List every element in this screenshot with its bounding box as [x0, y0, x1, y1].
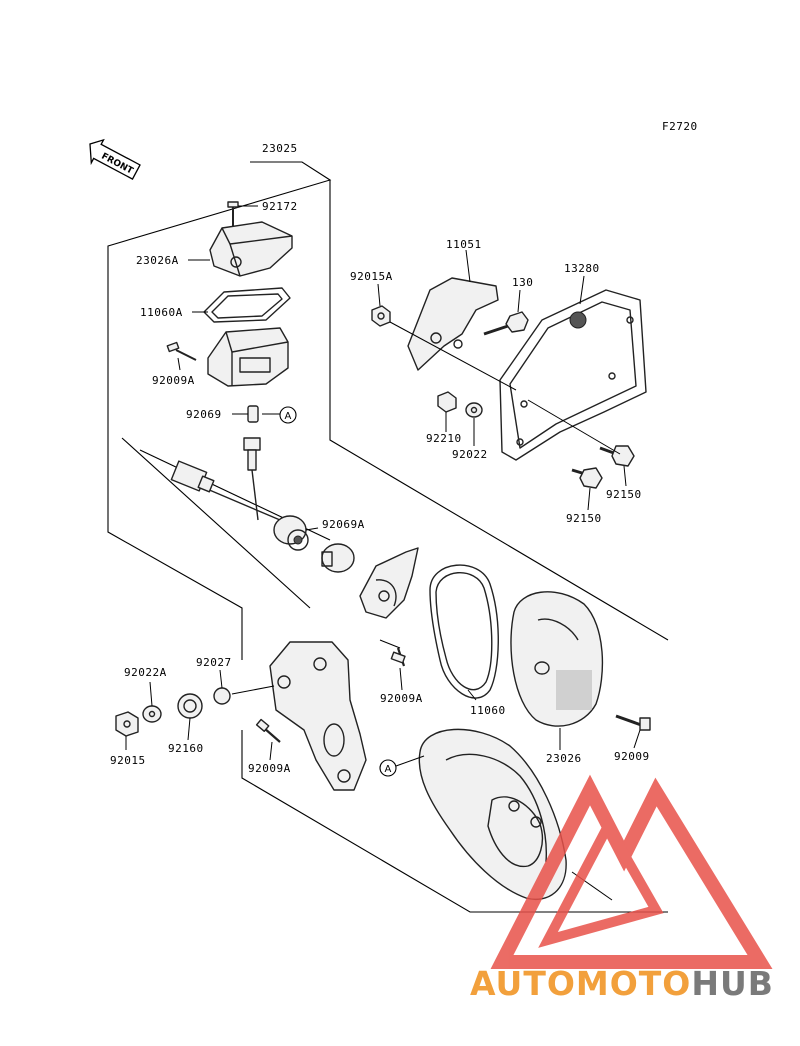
washer-92022A	[142, 705, 162, 723]
label-130: 130	[512, 276, 533, 289]
figure-code: F2720	[662, 120, 698, 133]
screw-92009A-bottom	[255, 718, 281, 743]
label-92172: 92172	[262, 200, 298, 213]
collar-92027	[213, 687, 231, 705]
label-92069A: 92069A	[322, 518, 365, 531]
nut-92015A	[371, 305, 391, 327]
label-11060A: 11060A	[140, 306, 183, 319]
watermark-text: AUTOMOTOHUB	[470, 964, 774, 1003]
label-23026A: 23026A	[136, 254, 179, 267]
watermark-part1: AUTOMOTO	[470, 964, 691, 1003]
lens-23026	[510, 591, 604, 727]
bolt-92150-low	[571, 467, 603, 489]
front-arrow-icon: FRONT	[89, 138, 141, 180]
plate-13280	[499, 289, 647, 461]
watermark-part2: HUB	[691, 964, 774, 1003]
grommet-92160	[177, 693, 203, 719]
screw-92009A-mid	[390, 647, 406, 667]
label-23026: 23026	[546, 752, 582, 765]
label-92022: 92022	[452, 448, 488, 461]
label-92015: 92015	[110, 754, 146, 767]
label-13280: 13280	[564, 262, 600, 275]
ref-mark-a-upper-label: A	[285, 411, 292, 422]
leader-lines	[125, 205, 641, 761]
nut-92015	[115, 711, 139, 737]
lamp-housing-base	[207, 327, 289, 387]
label-92009A-bottom: 92009A	[248, 762, 291, 775]
nut-92210	[437, 391, 457, 413]
triangle-logo-icon	[490, 774, 773, 969]
tail-lamp-housing	[418, 728, 567, 900]
part-labels: 23025 92172 23026A 11060A 92009A 92069 1…	[110, 142, 650, 775]
label-92160: 92160	[168, 742, 204, 755]
ref-mark-a-upper: A	[262, 406, 297, 424]
washer-92022	[465, 402, 483, 418]
label-92009A-mid: 92009A	[380, 692, 423, 705]
bolt-92009	[615, 714, 651, 731]
bulb-92069A	[321, 543, 355, 573]
label-92022A: 92022A	[124, 666, 167, 679]
socket-and-wiring	[170, 437, 309, 551]
bracket-11051	[407, 277, 499, 371]
label-92069: 92069	[186, 408, 222, 421]
clip-92069	[247, 405, 259, 423]
label-92150-low: 92150	[566, 512, 602, 525]
mounting-plate	[269, 641, 367, 791]
screw-92172	[227, 201, 239, 228]
ref-mark-a-lower-label: A	[385, 764, 392, 775]
label-92009: 92009	[614, 750, 650, 763]
label-92027: 92027	[196, 656, 232, 669]
bolt-92150-right	[599, 445, 635, 467]
gasket-11060	[429, 564, 499, 699]
label-92009A-top: 92009A	[152, 374, 195, 387]
ref-mark-a-lower: A	[379, 755, 425, 777]
label-11051: 11051	[446, 238, 482, 251]
reflector-bracket	[359, 547, 419, 619]
watermark-logo: AUTOMOTOHUB	[470, 774, 774, 1003]
screw-92009A-top	[166, 341, 197, 361]
lens-cover-23026A	[209, 221, 293, 277]
label-23025: 23025	[262, 142, 298, 155]
label-92210: 92210	[426, 432, 462, 445]
label-11060: 11060	[470, 704, 506, 717]
assembly-frame	[107, 161, 669, 913]
label-92015A: 92015A	[350, 270, 393, 283]
gasket-11060A	[203, 287, 291, 323]
label-92150-right: 92150	[606, 488, 642, 501]
bolt-130	[483, 311, 529, 336]
